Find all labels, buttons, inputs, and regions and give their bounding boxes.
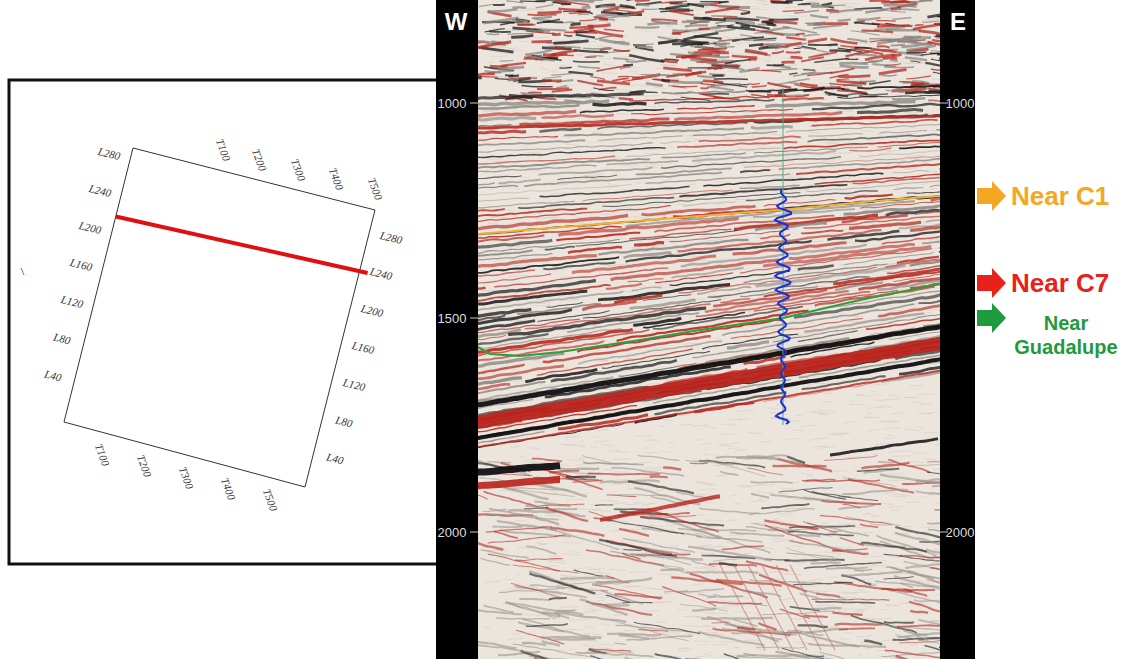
time-axis-label: 1000 [946, 97, 975, 110]
map-mark [21, 268, 24, 275]
section-line [116, 217, 368, 273]
direction-label: E [950, 10, 966, 34]
time-axis-label: 1500 [438, 312, 467, 325]
time-axis-label: 1000 [438, 97, 467, 110]
horizon-label: Near C7 [1011, 270, 1109, 296]
horizon-arrow [977, 181, 1006, 211]
time-axis-label: 2000 [946, 526, 975, 539]
section-background [436, 0, 975, 659]
horizon-label: Near C1 [1011, 183, 1109, 209]
basemap-frame [9, 80, 441, 564]
time-axis-label: 2000 [438, 526, 467, 539]
horizon-arrow [977, 268, 1006, 298]
survey-outline [64, 148, 375, 487]
axis-tick [470, 103, 478, 104]
axis-tick [470, 532, 478, 533]
direction-label: W [445, 10, 468, 34]
horizon-arrow [977, 303, 1006, 333]
horizon-label: Near Guadalupe [1010, 311, 1122, 359]
axis-tick [470, 318, 478, 319]
seismic-image [478, 0, 940, 659]
